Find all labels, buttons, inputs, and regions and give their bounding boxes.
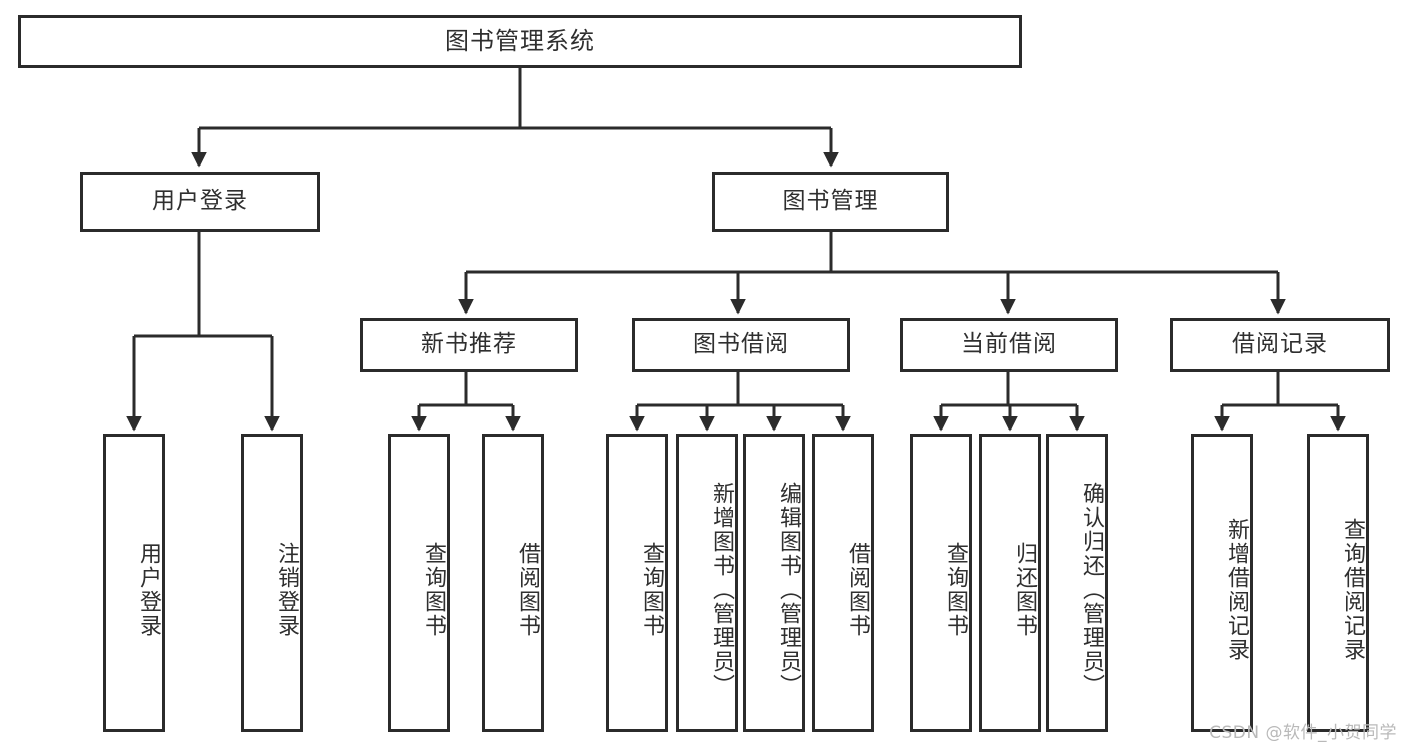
- node-book-management[interactable]: 图书管理: [712, 172, 949, 232]
- leaf-return-book-label: 归还图书: [1012, 542, 1037, 638]
- leaf-borrow-book-label: 借阅图书: [845, 542, 870, 638]
- leaf-confirm-return-admin[interactable]: 确认归还（管理员）: [1046, 434, 1108, 732]
- leaf-borrow-book[interactable]: 借阅图书: [812, 434, 874, 732]
- leaf-confirm-return-admin-label: 确认归还（管理员）: [1079, 482, 1104, 698]
- leaf-edit-book-admin[interactable]: 编辑图书（管理员）: [743, 434, 805, 732]
- leaf-current-query-book[interactable]: 查询图书: [910, 434, 972, 732]
- node-user-login[interactable]: 用户登录: [80, 172, 320, 232]
- leaf-add-book-admin[interactable]: 新增图书（管理员）: [676, 434, 738, 732]
- leaf-query-borrow-record[interactable]: 查询借阅记录: [1307, 434, 1369, 732]
- leaf-user-login[interactable]: 用户登录: [103, 434, 165, 732]
- leaf-new-book-query[interactable]: 查询图书: [388, 434, 450, 732]
- node-borrow-records[interactable]: 借阅记录: [1170, 318, 1390, 372]
- leaf-new-book-borrow[interactable]: 借阅图书: [482, 434, 544, 732]
- node-new-book-recommendation-label: 新书推荐: [421, 331, 517, 358]
- leaf-user-login-label: 用户登录: [136, 542, 161, 638]
- node-borrow-records-label: 借阅记录: [1232, 331, 1328, 358]
- node-book-management-label: 图书管理: [782, 188, 879, 215]
- leaf-current-query-book-label: 查询图书: [943, 542, 968, 638]
- node-current-borrowing-label: 当前借阅: [961, 331, 1057, 358]
- leaf-add-borrow-record-label: 新增借阅记录: [1224, 518, 1249, 662]
- node-new-book-recommendation[interactable]: 新书推荐: [360, 318, 578, 372]
- leaf-return-book[interactable]: 归还图书: [979, 434, 1041, 732]
- node-book-borrowing-label: 图书借阅: [693, 331, 789, 358]
- leaf-new-book-query-label: 查询图书: [421, 542, 446, 638]
- node-root-label: 图书管理系统: [445, 27, 595, 56]
- leaf-edit-book-admin-label: 编辑图书（管理员）: [776, 482, 801, 698]
- leaf-new-book-borrow-label: 借阅图书: [515, 542, 540, 638]
- node-book-borrowing[interactable]: 图书借阅: [632, 318, 850, 372]
- leaf-logout-label: 注销登录: [274, 542, 299, 638]
- node-current-borrowing[interactable]: 当前借阅: [900, 318, 1118, 372]
- leaf-add-book-admin-label: 新增图书（管理员）: [709, 482, 734, 698]
- watermark-text: CSDN @软件_小贺同学: [1209, 723, 1397, 743]
- leaf-borrow-query-book-label: 查询图书: [639, 542, 664, 638]
- node-user-login-label: 用户登录: [152, 188, 248, 215]
- leaf-query-borrow-record-label: 查询借阅记录: [1340, 518, 1365, 662]
- leaf-logout[interactable]: 注销登录: [241, 434, 303, 732]
- leaf-borrow-query-book[interactable]: 查询图书: [606, 434, 668, 732]
- node-root[interactable]: 图书管理系统: [18, 15, 1022, 68]
- leaf-add-borrow-record[interactable]: 新增借阅记录: [1191, 434, 1253, 732]
